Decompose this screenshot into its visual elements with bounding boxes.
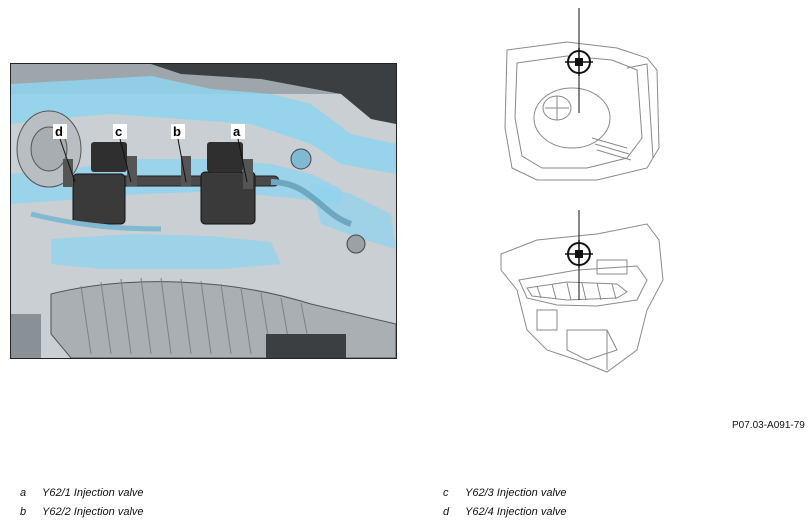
legend-item-b: b Y62/2 Injection valve	[20, 506, 144, 518]
legend-item-c: c Y62/3 Injection valve	[443, 487, 567, 499]
locator-top-drawing	[504, 8, 660, 181]
legend-key: b	[20, 506, 27, 518]
legend-item-d: d Y62/4 Injection valve	[443, 506, 567, 518]
callout-label-b: b	[173, 124, 181, 139]
callout-a: a	[231, 124, 248, 183]
engine-illustration: d c b a	[10, 63, 397, 359]
callout-c: c	[113, 124, 132, 183]
engine-drawing: d c b a	[11, 64, 396, 358]
legend-item-a: a Y62/1 Injection valve	[20, 487, 144, 499]
locator-top-crosshair	[565, 48, 593, 76]
locator-side-drawing	[500, 210, 664, 373]
legend-key: a	[20, 487, 27, 499]
legend-text: Y62/3 Injection valve	[465, 487, 567, 499]
locator-side-crosshair	[565, 240, 593, 268]
legend-text: Y62/2 Injection valve	[42, 506, 144, 518]
callout-label-c: c	[115, 124, 122, 139]
callout-label-d: d	[55, 124, 63, 139]
callout-d: d	[53, 124, 76, 183]
reference-code: P07.03-A091-79	[732, 420, 805, 431]
callout-label-a: a	[233, 124, 241, 139]
locator-top-view	[497, 8, 667, 193]
legend-key: d	[443, 506, 450, 518]
legend-text: Y62/4 Injection valve	[465, 506, 567, 518]
callout-b: b	[171, 124, 187, 183]
legend-key: c	[443, 487, 449, 499]
legend-text: Y62/1 Injection valve	[42, 487, 144, 499]
locator-side-view	[497, 210, 667, 385]
